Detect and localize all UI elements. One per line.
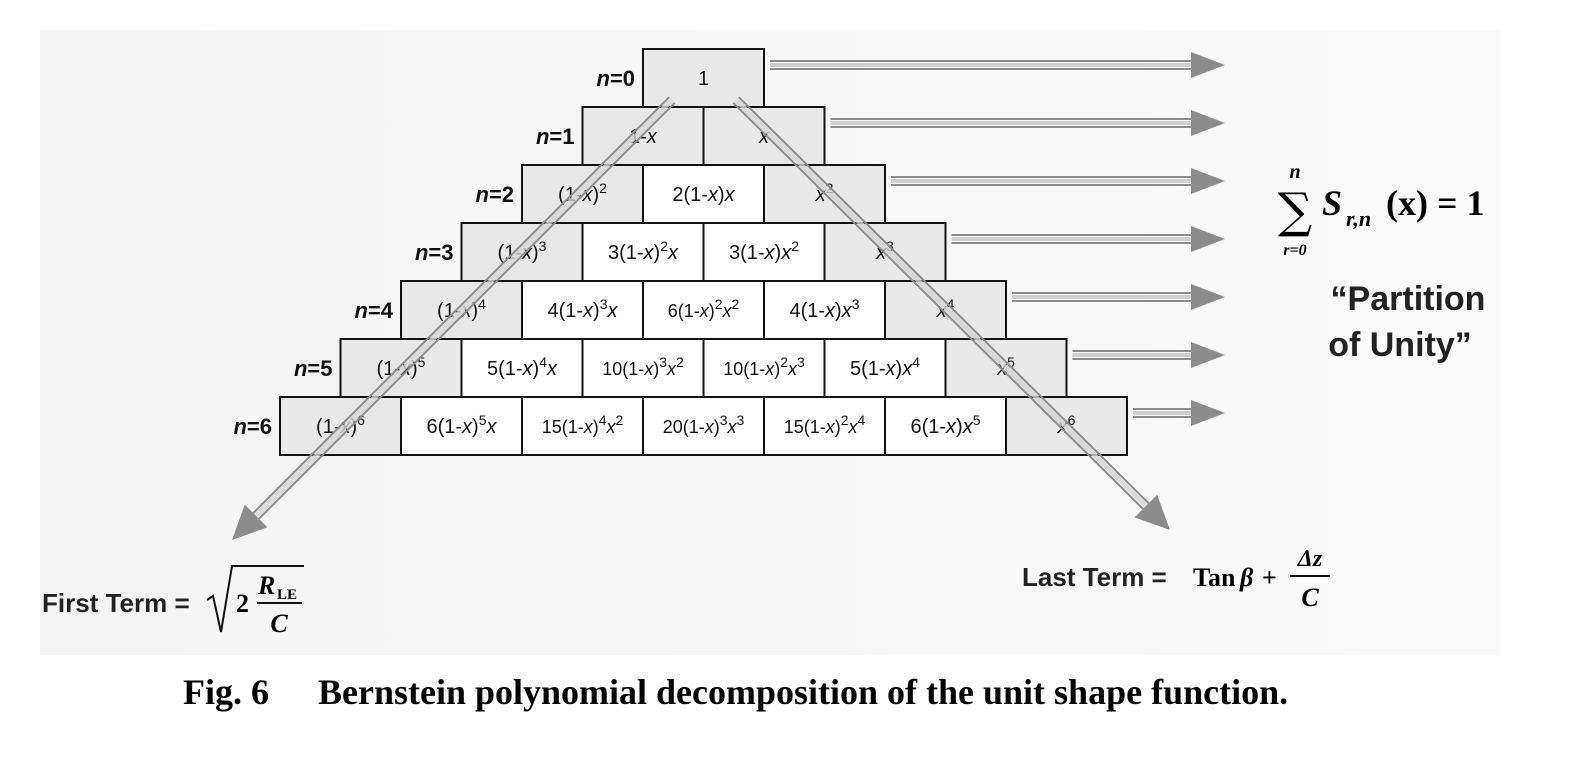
bernstein-term-cell: 15(1-x)2x4 [763, 396, 886, 456]
sum-upper-limit: n [1289, 161, 1300, 183]
cell-box [884, 280, 1007, 340]
sum-lower-limit: r=0 [1283, 242, 1306, 259]
pyramid-row: (1-x)33(1-x)2x3(1-x)x2x3 [460, 222, 947, 282]
last-term-denominator: C [1301, 583, 1319, 612]
cell-term: 3(1-x)x2 [729, 238, 799, 264]
first-term-numerator: R [257, 571, 275, 600]
cell-box [400, 396, 523, 456]
diagonal-arrows [232, 96, 1170, 540]
bernstein-term-cell: 4(1-x)x3 [763, 280, 886, 340]
cell-term: 2(1-x)x [672, 184, 735, 206]
first-term-denominator: C [270, 609, 288, 638]
bernstein-term-cell: x [702, 106, 826, 166]
cell-term: 4(1-x)x3 [789, 296, 859, 322]
cell-term: 15(1-x)2x4 [784, 412, 866, 437]
pyramid-row: 1 [642, 48, 765, 108]
bernstein-term-cell: 6(1-x)2x2 [642, 280, 765, 340]
cell-term: 6(1-x)x5 [910, 412, 980, 438]
bernstein-term-cell: 1 [642, 48, 765, 108]
cell-term: 6(1-x)2x2 [668, 296, 740, 321]
last-term-plus: + [1262, 563, 1277, 592]
cell-term: 5(1-x)x4 [850, 354, 920, 380]
first-term-num-subscript: LE [277, 587, 297, 603]
first-term-coef: 2 [236, 589, 249, 618]
cell-term: 20(1-x)3x3 [663, 412, 745, 437]
sum-body-rest: (x) = 1 [1386, 183, 1485, 223]
cell-term: 10(1-x)3x2 [602, 354, 684, 379]
cell-box [642, 164, 765, 224]
first-term-arrow [232, 96, 676, 540]
last-term-label: Last Term = [1022, 562, 1167, 592]
partition-arrow [830, 110, 1225, 136]
row-label: n=1 [536, 124, 575, 149]
last-term-beta: β [1239, 563, 1254, 592]
sum-body-subscript: r,n [1346, 206, 1371, 231]
partition-label-line2: of Unity” [1328, 326, 1472, 364]
caption-fig-number: Fig. 6 [183, 672, 269, 712]
partition-arrow [891, 168, 1225, 194]
last-term-numerator: Δz [1297, 546, 1323, 572]
last-term-tan: Tan [1193, 563, 1236, 592]
first-term-label: First Term = [42, 588, 190, 618]
cell-term: 5(1-x)4x [487, 354, 558, 380]
cell-term: 15(1-x)4x2 [542, 412, 624, 437]
row-label: n=4 [354, 298, 393, 323]
partition-arrow [1012, 284, 1225, 310]
cell-box [763, 280, 886, 340]
partition-arrow [1133, 400, 1225, 426]
bernstein-term-cell: 15(1-x)4x2 [521, 396, 644, 456]
cell-term: 10(1-x)2x3 [723, 354, 805, 379]
cell-term: 6(1-x)5x [426, 412, 497, 438]
partition-arrows [770, 52, 1225, 426]
bernstein-term-cell: 4(1-x)3x [521, 280, 644, 340]
row-labels: n=0 n=1 n=2 n=3 n=4 n=5 n=6 [233, 66, 635, 439]
partition-label-line1: “Partition [1331, 280, 1486, 318]
row-label: n=6 [233, 414, 272, 439]
first-term-formula: First Term = 2 R LE C [42, 565, 304, 638]
pyramid-row: (1-x)55(1-x)4x10(1-x)3x210(1-x)2x35(1-x)… [339, 338, 1068, 398]
cell-box [1005, 396, 1128, 456]
row-label: n=2 [475, 182, 514, 207]
bernstein-term-cell: 10(1-x)3x2 [581, 338, 705, 398]
cell-box [642, 48, 765, 108]
sum-formula: n ∑ r=0 S r,n (x) = 1 [1278, 161, 1485, 259]
row-label: n=3 [415, 240, 454, 265]
sqrt-sign [206, 565, 304, 633]
cell-box [521, 280, 644, 340]
bernstein-term-cell: x6 [1005, 396, 1128, 456]
caption-text: Bernstein polynomial decomposition of th… [318, 672, 1288, 712]
sigma-symbol: ∑ [1278, 183, 1312, 239]
cell-term: 3(1-x)2x [608, 238, 679, 264]
row-label: n=0 [596, 66, 635, 91]
cell-term: 1 [698, 68, 709, 90]
row-label: n=5 [294, 356, 333, 381]
cell-box [884, 396, 1007, 456]
bernstein-term-cell: 20(1-x)3x3 [642, 396, 765, 456]
bernstein-term-cell: 6(1-x)5x [400, 396, 523, 456]
cell-term: 4(1-x)3x [547, 296, 618, 322]
bernstein-term-cell: 3(1-x)x2 [702, 222, 826, 282]
bernstein-term-cell: 5(1-x)x4 [823, 338, 947, 398]
cell-box [702, 106, 826, 166]
last-term-arrow [732, 96, 1170, 530]
partition-arrow [1072, 342, 1225, 368]
bernstein-term-cell: 10(1-x)2x3 [702, 338, 826, 398]
sum-body-symbol: S [1322, 183, 1342, 223]
cell-box [642, 396, 765, 456]
cell-box [702, 338, 826, 398]
pyramid-row: (1-x)66(1-x)5x15(1-x)4x220(1-x)3x315(1-x… [279, 396, 1128, 456]
partition-arrow [951, 226, 1225, 252]
bernstein-term-cell: 6(1-x)x5 [884, 396, 1007, 456]
cell-box [521, 396, 644, 456]
bernstein-term-cell: 3(1-x)2x [581, 222, 705, 282]
cell-box [763, 396, 886, 456]
partition-arrow [770, 52, 1225, 78]
bernstein-term-cell: 2(1-x)x [642, 164, 765, 224]
last-term-formula: Last Term = Tan β + Δz C [1022, 546, 1330, 612]
bernstein-term-cell: 5(1-x)4x [460, 338, 584, 398]
bernstein-term-cell: x4 [884, 280, 1007, 340]
